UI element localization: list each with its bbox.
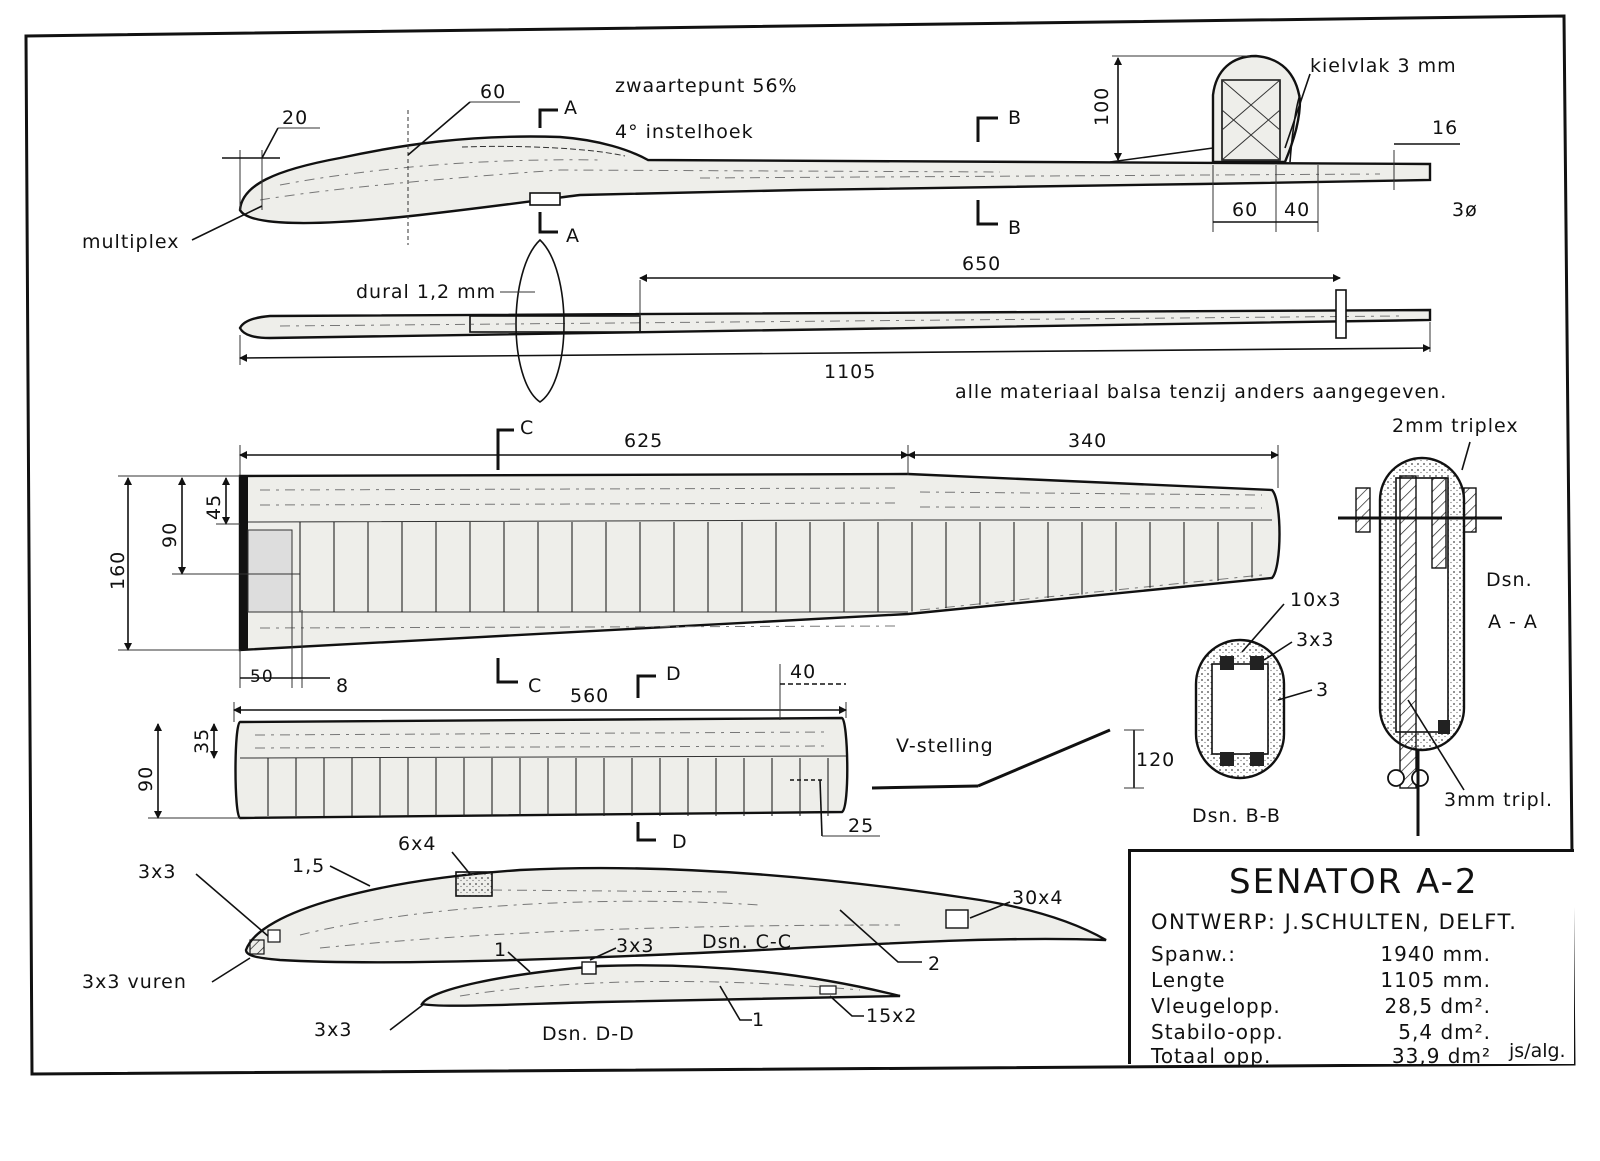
spec-row-span: Spanw.: 1940 mm. xyxy=(1151,942,1561,968)
fuselage-side-view: 20 60 zwaartepunt 56% 4° instelhoek A A … xyxy=(82,54,1478,253)
spec-key: Spanw.: xyxy=(1151,942,1236,966)
title-block: SENATOR A-2 ONTWERP: J.SCHULTEN, DELFT. … xyxy=(1128,849,1574,1068)
section-a-bottom: A xyxy=(566,225,580,247)
spec-key: Vleugelopp. xyxy=(1151,994,1281,1018)
fin-label: kielvlak 3 mm xyxy=(1310,55,1457,77)
dim-dihedral-height: 120 xyxy=(1136,749,1175,771)
dim-tail-40: 40 xyxy=(1284,199,1310,221)
material-multiplex: multiplex xyxy=(82,231,180,253)
spec-value: 28,5 dm². xyxy=(1384,994,1491,1018)
cc-label-vuren: 3x3 vuren xyxy=(82,971,187,993)
dim-fin-height: 100 xyxy=(1091,87,1113,126)
fin xyxy=(1211,54,1302,164)
section-b-top: B xyxy=(1008,107,1022,129)
spec-value: 33,9 dm² xyxy=(1391,1044,1491,1068)
section-d-bottom: D xyxy=(672,831,688,853)
dim-stab-90: 90 xyxy=(135,766,157,792)
section-c-top: C xyxy=(520,417,534,439)
cc-label-6x4: 6x4 xyxy=(398,833,436,855)
spec-value: 5,4 dm². xyxy=(1398,1020,1491,1044)
dim-wing-45: 45 xyxy=(203,494,225,520)
section-c-bottom: C xyxy=(528,675,542,697)
section-d-top: D xyxy=(666,663,682,685)
dihedral-label: V-stelling xyxy=(896,735,994,757)
section-cc: 3x3 1,5 6x4 30x4 3x3 vuren 2 Dsn. C-C xyxy=(82,833,1107,993)
cc-title: Dsn. C-C xyxy=(702,931,792,953)
spec-key: Stabilo-opp. xyxy=(1151,1020,1284,1044)
dural-label: dural 1,2 mm xyxy=(356,281,496,303)
spec-value: 1940 mm. xyxy=(1380,942,1491,966)
spec-key: Lengte xyxy=(1151,968,1226,992)
aa-title-2: A - A xyxy=(1488,611,1538,633)
dd-label-15x2: 15x2 xyxy=(866,1005,918,1027)
cg-label: zwaartepunt 56% xyxy=(615,75,798,97)
dim-wing-90: 90 xyxy=(159,522,181,548)
section-dd: 1 3x3 3x3 1 15x2 Dsn. D-D xyxy=(314,935,918,1045)
sheet-border xyxy=(24,14,1576,1076)
dim-wing-inner: 625 xyxy=(624,430,663,452)
section-b-bottom: B xyxy=(1008,217,1022,239)
aa-triplex-bottom: 3mm tripl. xyxy=(1444,789,1553,811)
bb-label-3: 3 xyxy=(1316,679,1329,701)
spec-row-total-area: Totaal opp. 33,9 dm² xyxy=(1151,1044,1561,1070)
section-bb: 10x3 3x3 3 Dsn. B-B xyxy=(1192,589,1342,827)
drawing-title: SENATOR A-2 xyxy=(1229,862,1479,902)
dim-wing-outer: 340 xyxy=(1068,430,1107,452)
dim-stab-35: 35 xyxy=(191,728,213,754)
dd-label-3x3: 3x3 xyxy=(616,935,654,957)
general-note: alle materiaal balsa tenzij anders aange… xyxy=(955,381,1447,403)
aa-triplex-top: 2mm triplex xyxy=(1392,415,1519,437)
dim-fuselage-length: 1105 xyxy=(824,361,876,383)
bb-label-10x3: 10x3 xyxy=(1290,589,1342,611)
dim-stab-40: 40 xyxy=(790,661,816,683)
dim-nose-length: 60 xyxy=(480,81,506,103)
dim-wing-8: 8 xyxy=(336,675,349,697)
cc-label-15: 1,5 xyxy=(292,855,325,877)
dim-wing-50: 50 xyxy=(250,667,274,687)
aa-title-1: Dsn. xyxy=(1486,569,1533,591)
spec-row-stab-area: Stabilo-opp. 5,4 dm². xyxy=(1151,1020,1561,1046)
dim-tail-width: 16 xyxy=(1432,117,1458,139)
dim-pin: 3ø xyxy=(1452,199,1478,221)
bb-title: Dsn. B-B xyxy=(1192,805,1281,827)
dim-stab-span: 560 xyxy=(570,685,609,707)
dd-title: Dsn. D-D xyxy=(542,1023,635,1045)
spec-row-length: Lengte 1105 mm. xyxy=(1151,968,1561,994)
dd-label-1b: 1 xyxy=(752,1009,765,1031)
stabilizer-planform: 560 40 D D 35 90 25 xyxy=(135,661,880,853)
dim-stab-25: 25 xyxy=(848,815,874,837)
section-aa: 2mm triplex Dsn. A - A 3mm tripl. xyxy=(1338,415,1553,836)
bb-label-3x3: 3x3 xyxy=(1296,629,1334,651)
dd-label-3x3b: 3x3 xyxy=(314,1019,352,1041)
dim-650: 650 xyxy=(962,253,1001,275)
fuselage-top-view: dural 1,2 mm 650 1105 xyxy=(238,238,1432,403)
dim-wing-chord: 160 xyxy=(107,551,129,590)
incidence-label: 4° instelhoek xyxy=(615,121,754,143)
spec-value: 1105 mm. xyxy=(1380,968,1491,992)
dd-label-1a: 1 xyxy=(494,939,507,961)
dihedral-diagram: V-stelling 120 xyxy=(871,728,1175,790)
cc-label-3x3: 3x3 xyxy=(138,861,176,883)
drafter-initials: js/alg. xyxy=(1509,1040,1566,1062)
cc-label-2: 2 xyxy=(928,953,941,975)
designer-credit: ONTWERP: J.SCHULTEN, DELFT. xyxy=(1151,910,1518,934)
spec-key: Totaal opp. xyxy=(1151,1044,1272,1068)
cc-label-30x4: 30x4 xyxy=(1012,887,1064,909)
wing-planform: 625 340 C C 160 90 45 50 8 xyxy=(107,417,1281,697)
dim-tail-60: 60 xyxy=(1232,199,1258,221)
dim-nose-width: 20 xyxy=(282,107,308,129)
section-a-top: A xyxy=(564,97,578,119)
spec-row-wing-area: Vleugelopp. 28,5 dm². xyxy=(1151,994,1561,1020)
